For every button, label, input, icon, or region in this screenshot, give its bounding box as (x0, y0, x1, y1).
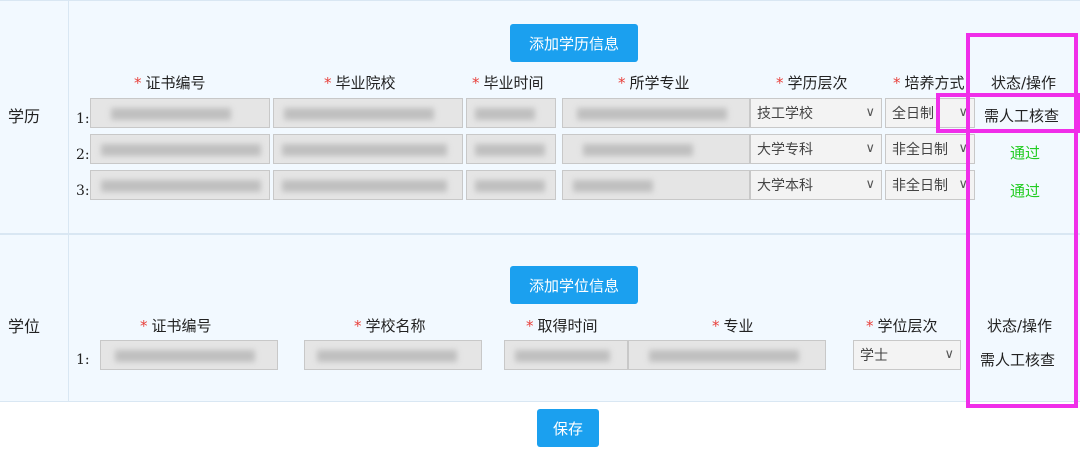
status-manual-review: 需人工核查 (984, 107, 1060, 125)
highlight-manual-review (936, 93, 1080, 133)
education-section: 学历 添加学历信息 *证书编号 *毕业院校 *毕业时间 *所学专业 *学历层次 … (0, 0, 1080, 234)
column-header-school-name: *学校名称 (354, 317, 426, 335)
column-header-school: *毕业院校 (324, 74, 396, 92)
column-header-edu-level: *学历层次 (776, 74, 848, 92)
column-header-cert-number: *证书编号 (134, 74, 206, 92)
study-mode-value: 非全日制 (892, 142, 948, 158)
grad-time-input[interactable] (466, 134, 556, 164)
cert-number-input[interactable] (90, 170, 270, 200)
chevron-down-icon: ∨ (944, 347, 954, 362)
edu-level-select[interactable]: 大学专科 ∨ (750, 134, 882, 164)
study-mode-select[interactable]: 非全日制 ∨ (885, 170, 975, 200)
section-label-degree: 学位 (8, 317, 41, 336)
study-mode-select[interactable]: 非全日制 ∨ (885, 134, 975, 164)
chevron-down-icon: ∨ (958, 141, 968, 156)
major-input[interactable] (628, 340, 826, 370)
study-mode-value: 全日制 (892, 106, 934, 122)
add-degree-button[interactable]: 添加学位信息 (510, 266, 638, 304)
column-header-status: 状态/操作 (991, 74, 1057, 92)
row-number: 1: (76, 111, 90, 127)
column-header-major: *所学专业 (618, 74, 690, 92)
status-manual-review: 需人工核查 (980, 351, 1056, 369)
edu-level-value: 技工学校 (757, 106, 813, 122)
obtain-time-input[interactable] (504, 340, 628, 370)
edu-level-value: 大学本科 (757, 178, 813, 194)
column-header-major: *专业 (712, 317, 754, 335)
cert-number-input[interactable] (90, 98, 270, 128)
grad-time-input[interactable] (466, 98, 556, 128)
school-input[interactable] (273, 170, 463, 200)
study-mode-select[interactable]: 全日制 ∨ (885, 98, 975, 128)
school-input[interactable] (273, 134, 463, 164)
chevron-down-icon: ∨ (865, 177, 875, 192)
column-header-degree-level: *学位层次 (866, 317, 938, 335)
add-education-button[interactable]: 添加学历信息 (510, 24, 638, 62)
grad-time-input[interactable] (466, 170, 556, 200)
study-mode-value: 非全日制 (892, 178, 948, 194)
school-name-input[interactable] (304, 340, 482, 370)
row-number: 1: (76, 352, 90, 368)
status-pass: 通过 (1010, 182, 1041, 200)
save-button[interactable]: 保存 (537, 409, 599, 447)
chevron-down-icon: ∨ (865, 141, 875, 156)
edu-level-value: 大学专科 (757, 142, 813, 158)
status-pass: 通过 (1010, 144, 1041, 162)
major-input[interactable] (562, 98, 750, 128)
cert-number-input[interactable] (90, 134, 270, 164)
cert-number-input[interactable] (100, 340, 278, 370)
column-header-study-mode: *培养方式 (893, 74, 965, 92)
section-divider (68, 1, 69, 233)
column-header-obtain-time: *取得时间 (526, 317, 598, 335)
row-number: 3: (76, 183, 90, 199)
chevron-down-icon: ∨ (865, 105, 875, 120)
degree-level-select[interactable]: 学士 ∨ (853, 340, 961, 370)
column-header-status: 状态/操作 (987, 317, 1053, 335)
edu-level-select[interactable]: 技工学校 ∨ (750, 98, 882, 128)
degree-section: 学位 添加学位信息 *证书编号 *学校名称 *取得时间 *专业 *学位层次 状态… (0, 234, 1080, 402)
school-input[interactable] (273, 98, 463, 128)
chevron-down-icon: ∨ (958, 105, 968, 120)
highlight-status-column (966, 33, 1078, 408)
chevron-down-icon: ∨ (958, 177, 968, 192)
major-input[interactable] (562, 170, 750, 200)
degree-level-value: 学士 (860, 348, 888, 364)
column-header-grad-time: *毕业时间 (472, 74, 544, 92)
column-header-cert-number: *证书编号 (140, 317, 212, 335)
section-divider (68, 235, 69, 401)
section-label-education: 学历 (8, 107, 41, 126)
major-input[interactable] (562, 134, 750, 164)
edu-level-select[interactable]: 大学本科 ∨ (750, 170, 882, 200)
row-number: 2: (76, 147, 90, 163)
